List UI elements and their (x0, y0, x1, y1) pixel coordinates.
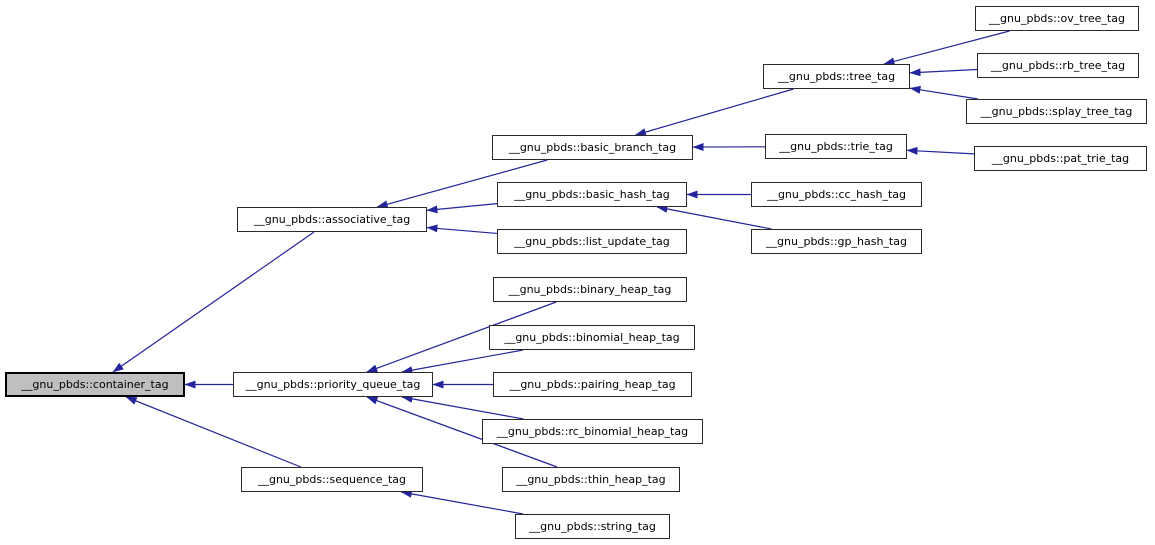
inheritance-arrow-thin_heap_tag-to-priority_queue_tag (366, 396, 558, 468)
inheritance-arrow-gp_hash_tag-to-basic_hash_tag (656, 205, 772, 230)
inheritance-arrow-basic_hash_tag-to-associative_tag (426, 203, 498, 214)
node-trie_tag[interactable]: __gnu_pbds::trie_tag (765, 134, 907, 159)
node-label: __gnu_pbds::trie_tag (779, 140, 893, 153)
inheritance-arrow-pat_trie_tag-to-trie_tag (906, 146, 975, 155)
inheritance-arrow-ov_tree_tag-to-tree_tag (883, 30, 1010, 66)
node-gp_hash_tag[interactable]: __gnu_pbds::gp_hash_tag (751, 229, 922, 254)
node-label: __gnu_pbds::container_tag (21, 378, 169, 391)
node-basic_hash_tag[interactable]: __gnu_pbds::basic_hash_tag (497, 182, 687, 207)
node-label: __gnu_pbds::splay_tree_tag (980, 105, 1133, 118)
node-list_update_tag[interactable]: __gnu_pbds::list_update_tag (497, 229, 687, 254)
node-label: __gnu_pbds::rc_binomial_heap_tag (496, 425, 689, 438)
node-label: __gnu_pbds::ov_tree_tag (989, 12, 1125, 25)
node-binomial_heap_tag[interactable]: __gnu_pbds::binomial_heap_tag (489, 325, 695, 350)
node-pat_trie_tag[interactable]: __gnu_pbds::pat_trie_tag (974, 146, 1147, 171)
inheritance-arrow-list_update_tag-to-associative_tag (426, 224, 498, 235)
node-pairing_heap_tag[interactable]: __gnu_pbds::pairing_heap_tag (493, 372, 692, 397)
node-priority_queue_tag[interactable]: __gnu_pbds::priority_queue_tag (233, 372, 433, 397)
inheritance-arrow-rc_binomial_heap_tag-to-priority_queue_tag (401, 394, 524, 420)
node-tree_tag[interactable]: __gnu_pbds::tree_tag (763, 64, 910, 89)
node-label: __gnu_pbds::sequence_tag (257, 473, 407, 486)
node-rb_tree_tag[interactable]: __gnu_pbds::rb_tree_tag (977, 53, 1139, 78)
node-label: __gnu_pbds::pat_trie_tag (991, 152, 1130, 165)
node-binary_heap_tag[interactable]: __gnu_pbds::binary_heap_tag (493, 277, 687, 302)
inheritance-arrow-tree_tag-to-basic_branch_tag (634, 88, 794, 136)
inheritance-arrow-binomial_heap_tag-to-priority_queue_tag (401, 349, 524, 375)
node-label: __gnu_pbds::rb_tree_tag (990, 59, 1126, 72)
inheritance-arrow-associative_tag-to-container_tag (112, 231, 315, 373)
node-label: __gnu_pbds::cc_hash_tag (766, 188, 907, 201)
node-label: __gnu_pbds::associative_tag (253, 213, 411, 226)
node-sequence_tag[interactable]: __gnu_pbds::sequence_tag (241, 467, 423, 492)
inheritance-arrow-splay_tree_tag-to-tree_tag (909, 85, 979, 100)
node-label: __gnu_pbds::basic_branch_tag (508, 141, 677, 154)
inheritance-arrow-sequence_tag-to-container_tag (125, 396, 302, 468)
node-cc_hash_tag[interactable]: __gnu_pbds::cc_hash_tag (751, 182, 922, 207)
node-label: __gnu_pbds::list_update_tag (514, 235, 670, 248)
node-rc_binomial_heap_tag[interactable]: __gnu_pbds::rc_binomial_heap_tag (482, 419, 703, 444)
node-container_tag: __gnu_pbds::container_tag (5, 372, 185, 397)
node-splay_tree_tag[interactable]: __gnu_pbds::splay_tree_tag (966, 99, 1147, 124)
node-label: __gnu_pbds::tree_tag (777, 70, 896, 83)
node-string_tag[interactable]: __gnu_pbds::string_tag (515, 514, 670, 539)
node-associative_tag[interactable]: __gnu_pbds::associative_tag (237, 207, 427, 232)
node-label: __gnu_pbds::priority_queue_tag (245, 378, 421, 391)
node-ov_tree_tag[interactable]: __gnu_pbds::ov_tree_tag (975, 6, 1139, 31)
node-thin_heap_tag[interactable]: __gnu_pbds::thin_heap_tag (502, 467, 680, 492)
inheritance-arrow-string_tag-to-sequence_tag (400, 489, 524, 515)
inheritance-arrow-rb_tree_tag-to-tree_tag (909, 68, 978, 77)
node-label: __gnu_pbds::binary_heap_tag (508, 283, 672, 296)
node-label: __gnu_pbds::pairing_heap_tag (509, 378, 676, 391)
node-label: __gnu_pbds::binomial_heap_tag (504, 331, 680, 344)
inheritance-arrow-basic_branch_tag-to-associative_tag (376, 159, 548, 209)
node-label: __gnu_pbds::string_tag (529, 520, 656, 533)
inheritance-arrow-binary_heap_tag-to-priority_queue_tag (366, 301, 557, 373)
node-label: __gnu_pbds::thin_heap_tag (516, 473, 666, 486)
node-label: __gnu_pbds::gp_hash_tag (766, 235, 907, 248)
node-basic_branch_tag[interactable]: __gnu_pbds::basic_branch_tag (492, 135, 693, 160)
node-label: __gnu_pbds::basic_hash_tag (514, 188, 670, 201)
